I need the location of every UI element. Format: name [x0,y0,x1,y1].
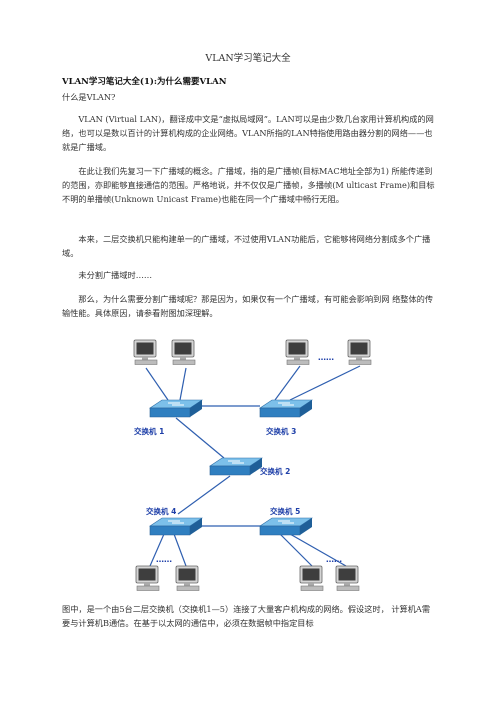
network-diagram: …… 交换机 1 交换机 3 交换机 2 交换机 4 交换机 5 …… …… [133,339,372,591]
computer-icon [175,565,200,591]
paragraph-2: 在此让我们先复习一下广播域的概念。广播域，指的是广播帧(目标MAC地址全部为1)… [62,166,435,204]
computer-icon [347,339,372,365]
switch-1-icon [149,399,203,418]
switch-2-icon [209,457,263,476]
ellipsis-bottom-left: …… [156,555,172,564]
computer-icon [335,565,360,591]
document-title: VLAN学习笔记大全 [205,53,291,64]
computer-icon [133,339,158,365]
switch-5-icon [259,517,313,536]
switch-4-label: 交换机 4 [146,506,176,516]
switch-1-label: 交换机 1 [134,426,164,436]
paragraph-1: VLAN (Virtual LAN)，翻译成中文是“虚拟局域网”。LAN可以是由… [62,114,434,152]
computer-icon [299,565,324,591]
switch-5-label: 交换机 5 [270,506,300,516]
ellipsis-bottom-right: …… [326,555,342,564]
paragraph-6: 图中，是一个由5台二层交换机（交换机1—5）连接了大量客户机构成的网络。假设这时… [62,604,431,628]
ellipsis-top-right: …… [318,353,334,362]
paragraph-5: 那么，为什么需要分割广播域呢？那是因为，如果仅有一个广播域，有可能会影响到网 络… [62,294,434,318]
paragraph-4: 未分割广播域时…… [78,270,153,280]
switch-2-label: 交换机 2 [260,466,290,476]
switch-3-label: 交换机 3 [266,426,296,436]
switch-3-icon [259,399,313,418]
paragraph-3: 本来，二层交换机只能构建单一的广播域，不过使用VLAN功能后，它能够将网络分割成… [62,234,431,258]
question-text: 什么是VLAN? [62,92,116,102]
computer-icon [171,339,196,365]
computer-icon [135,565,160,591]
section-heading: VLAN学习笔记大全(1):为什么需要VLAN [62,77,227,87]
computer-icon [285,339,310,365]
switch-4-icon [149,517,203,536]
